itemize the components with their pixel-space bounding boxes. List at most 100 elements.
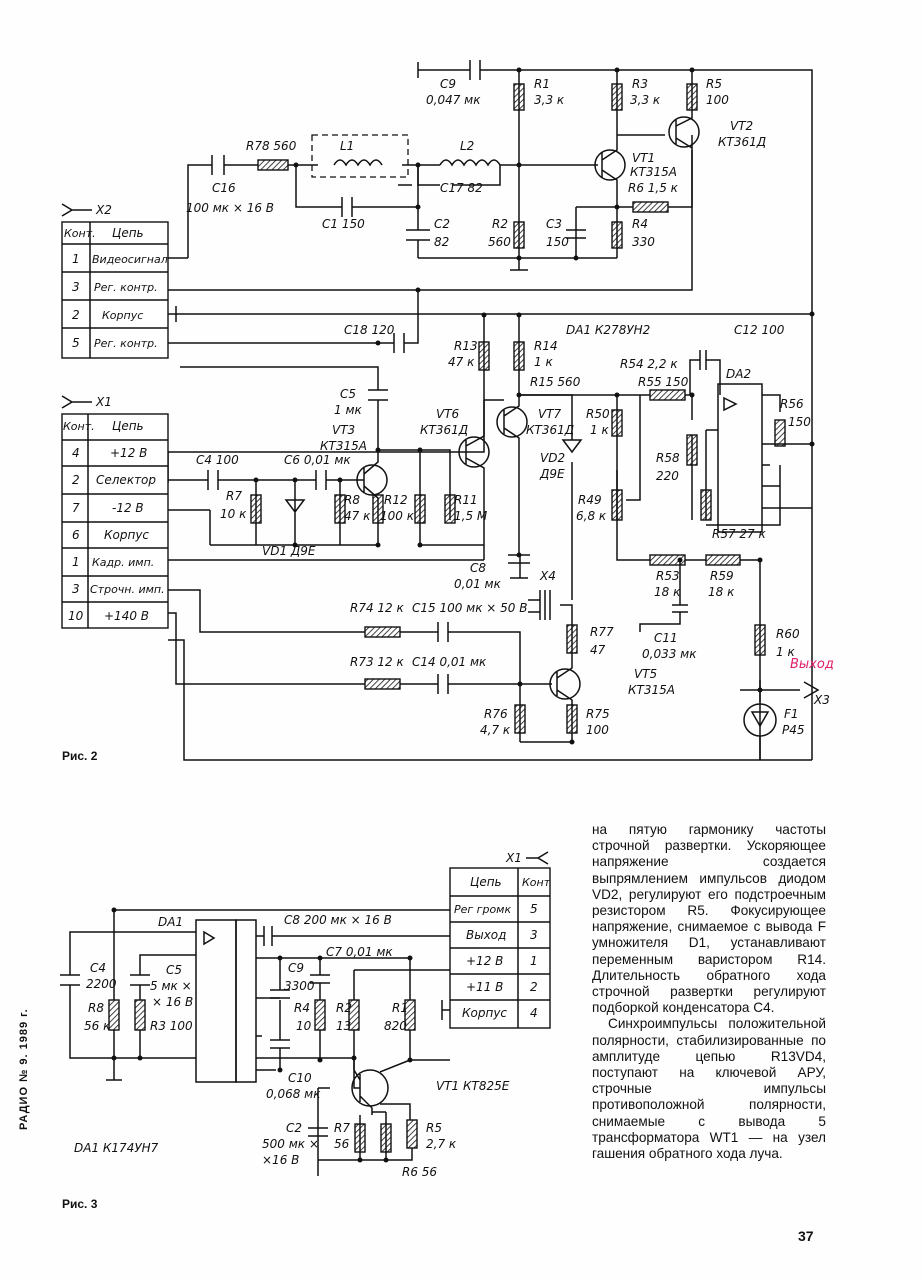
component-label: Выход [466,928,506,942]
component-label: 0,01 мк [454,577,502,591]
component-label: 3,3 к [630,93,661,107]
component-label: C5 [340,387,356,401]
component-label: C15 100 мк × 50 В [412,601,527,615]
component-label: 1,5 М [454,509,488,523]
component-label: 10 [68,609,84,623]
component-label: C8 [470,561,486,575]
component-label: КТ315А [320,439,367,453]
article-paragraph: Синхроимпульсы положительной полярности,… [592,1016,826,1162]
component-label: C18 120 [344,323,395,337]
component-label: 0,068 мк [266,1087,321,1101]
component-label: R15 560 [530,375,581,389]
component-label: Селектор [96,473,156,487]
component-label: R5 [426,1121,442,1135]
component-label: 330 [632,235,655,249]
component-label: +11 В [466,980,503,994]
component-label: Цепь [112,419,144,433]
component-label: 2,7 к [426,1137,457,1151]
component-label: 6 [72,528,80,542]
component-label: X1 [505,851,522,865]
component-label: R53 [656,569,680,583]
component-label: 500 мк × [262,1137,319,1151]
component-label: R77 [590,625,614,639]
component-label: R56 [780,397,804,411]
component-label: 3300 [284,979,315,993]
component-label: R4 [632,217,648,231]
component-label: VD2 [540,451,565,465]
component-label: Корпус [104,528,149,542]
component-label: 150 [546,235,569,249]
component-label: VD1 Д9Е [262,544,316,558]
component-label: КТ361Д [526,423,574,437]
figure-2-junction-dots [253,67,815,745]
component-label: R60 [776,627,800,641]
component-label: 0,047 мк [426,93,481,107]
component-label: 5 [530,902,538,916]
component-label: R76 [484,707,508,721]
component-label: × 16 В [152,995,193,1009]
component-label: 3 [72,582,80,596]
component-label: Рег. контр. [94,281,158,294]
component-label: 18 к [654,585,681,599]
component-label: C5 [166,963,182,977]
component-label: R7 [334,1121,350,1135]
component-label: VT7 [538,407,562,421]
component-label: VT5 [634,667,657,681]
x1-connector-table: X1 Конт. Цепь 4 +12 В 2 Селектор 7 -12 В… [61,395,169,629]
component-label: 82 [434,235,449,249]
component-label: 13 [336,1019,351,1033]
component-label: 10 [296,1019,312,1033]
component-label: 5 [72,336,80,350]
component-label: C14 0,01 мк [412,655,487,669]
component-label: +12 В [466,954,503,968]
component-label: 47 к [344,509,371,523]
component-label: R55 150 [638,375,689,389]
component-label: VT3 [332,423,355,437]
component-label: L1 [340,139,354,153]
component-label: C7 0,01 мк [326,945,393,959]
component-label: C3 [546,217,562,231]
component-label: 2 [530,980,538,994]
figure-2-labels: C9 0,047 мк R1 3,3 к R3 3,3 к R5 100 VT2… [62,77,834,763]
component-label: R14 [534,339,558,353]
component-label: C12 100 [734,323,785,337]
component-label: DA1 К174УН7 [74,1141,159,1155]
journal-issue: РАДИО № 9. 1989 г. [18,1008,30,1130]
component-label: 4,7 к [480,723,511,737]
component-label: VT2 [730,119,753,133]
component-label: +12 В [110,446,147,460]
component-label: 1 к [776,645,795,659]
component-label: C9 [288,961,304,975]
component-label: 4 [530,1006,538,1020]
component-label: Д9Е [539,467,565,481]
figure-2-caption: Рис. 2 [62,749,98,763]
x2-name: X2 [95,203,112,217]
component-label: 560 [488,235,511,249]
component-label: R54 2,2 к [620,357,678,371]
component-label: Рег. контр. [94,337,158,350]
figure-3-junction-dots [111,907,413,1163]
component-label: Видеосигнал [92,253,168,266]
component-label: R58 [656,451,680,465]
component-label: КТ315А [630,165,677,179]
component-label: 47 к [448,355,475,369]
component-label: R2 [336,1001,352,1015]
component-label: 1 мк [334,403,363,417]
component-label: L2 [460,139,474,153]
component-label: 56 [334,1137,350,1151]
component-label: 1 [530,954,538,968]
component-label: R75 [586,707,610,721]
component-label: R1 [534,77,550,91]
component-label: 1 [72,252,80,266]
component-label: R3 100 [150,1019,193,1033]
component-label: VT1 КТ825Е [436,1079,510,1093]
page-number: 37 [798,1228,814,1244]
component-label: 18 к [708,585,735,599]
component-label: C10 [288,1071,312,1085]
component-label: 820 [384,1019,407,1033]
figure-3-resistors [108,999,418,1153]
component-label: DA1 [158,915,183,929]
component-label: R6 56 [402,1165,437,1179]
component-label: R4 [294,1001,310,1015]
